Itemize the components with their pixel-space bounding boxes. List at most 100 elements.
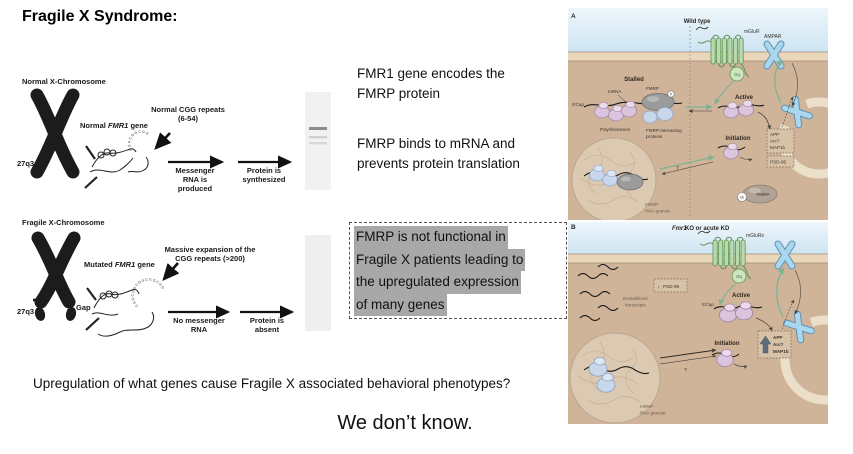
fmrp-label: FMRP [646, 86, 659, 91]
psd95-box [766, 155, 795, 168]
mglurs-label: mGluRs [746, 233, 765, 239]
translation-output-arrow [757, 111, 772, 130]
genes-to-endosome-dashed-arrow [781, 96, 794, 128]
note-fmr1-encodes: FMR1 gene encodes the FMRP protein [357, 66, 505, 102]
ampar-label: AMPAR [764, 34, 782, 40]
no-mrna-label: No messenger RNA [173, 316, 225, 334]
panel-b-membrane [568, 254, 828, 263]
up-arrow-icon [759, 335, 772, 354]
initiation-label-b: Initiation [715, 341, 740, 347]
destabilized-label2: transcripts [625, 303, 647, 308]
panel-b-title-rest: KO or acute KD [685, 226, 730, 232]
cap-label: 5'Cap [572, 102, 584, 107]
gap-label: Gap [76, 303, 91, 312]
endosome-cup [778, 97, 828, 179]
down-arrow-icon: ↓ [657, 285, 660, 291]
granule-release-arrow2-b [659, 354, 717, 365]
highlight-line: the upregulated expression [354, 271, 521, 294]
receptor-internalization-arrow [791, 62, 799, 107]
normal-repeats-label: Normal CGG repeats (6-54) [151, 105, 225, 123]
fragile-locus-label: 27q3 [17, 307, 35, 316]
active-mrna-strand-b [713, 305, 763, 310]
panel-separator [568, 220, 828, 222]
gq-protein-icon-b [731, 268, 747, 284]
gel-band-dark [309, 127, 327, 130]
granule-release-arrow-b [659, 348, 717, 359]
psd95-label: PSD-95 [770, 160, 787, 165]
gq-signaling-arrow-b [718, 283, 736, 306]
answer-text: We don’t know. [337, 412, 473, 434]
pathway-diagram: C G G C G G C G G [30, 88, 331, 337]
gene-app-label: APP [770, 132, 779, 137]
gene-arc-label: Arc? [770, 139, 780, 144]
gap-dashes [41, 302, 70, 309]
gap-pointer-line [66, 308, 76, 311]
normal-x-chromosome-icon [30, 88, 80, 179]
active-label: Active [735, 95, 754, 101]
question-text: Upregulation of what genes cause Fragile… [33, 376, 511, 391]
panel-a-extracellular [568, 8, 828, 52]
highlight-note-box: FMRP is not functional in Fragile X pati… [349, 222, 567, 319]
initiation-label: Initiation [726, 136, 751, 142]
panel-a-label: A [571, 13, 576, 20]
translation-output-arrow-b [755, 317, 773, 332]
broken-tip-right [65, 307, 77, 321]
ubiquitinated-fmrp: Ub FMRP [737, 184, 778, 204]
granule-return-arrow [661, 161, 714, 175]
fmrp-interacting-protein-icon [642, 110, 658, 124]
ubiquitin-icon [737, 192, 747, 202]
granule-fmrp-icon [616, 173, 644, 191]
gel-band-light2 [309, 142, 327, 145]
normal-fmr1-gene-squiggle: C G G C G G C G G [84, 130, 150, 189]
gene-arc-label-b: Arc? [773, 342, 784, 347]
destabilized-label1: Destabilized [623, 296, 648, 301]
panel-b-label: B [571, 224, 576, 231]
panel-a-membrane [568, 52, 828, 61]
normal-chromosome-heading: Normal X-Chromosome [22, 77, 106, 86]
granule-label1-b: mRNP [640, 404, 653, 409]
fragile-chromosome-heading: Fragile X-Chromosome [22, 218, 105, 227]
granule-release-arrow [659, 155, 715, 170]
ubiquitin-label: Ub [740, 196, 744, 200]
cap-label-b: 5'Cap [702, 302, 714, 307]
panel-b-title-gene: Fmr1 [672, 226, 687, 232]
rna-granule-b: mRNP RNA granule [569, 332, 666, 424]
active-label-b: Active [732, 293, 751, 299]
protein-synthesized-label: Protein is synthesized [242, 166, 286, 184]
broken-tip-left [34, 307, 46, 321]
phosphate-label: P [670, 93, 673, 97]
question-mark-a: ? [676, 166, 679, 172]
granule-label1-a: mRNP [645, 202, 658, 207]
gene-map1b-label-b: MAP1b [773, 349, 789, 354]
gene-app-label-b: APP [773, 335, 782, 340]
endosome-cup-b [780, 315, 828, 405]
gq-label-b: Gq [736, 274, 742, 279]
psd95-label-b: PSD-95 [663, 284, 680, 289]
gq-label: Gq [734, 72, 740, 77]
interacting-proteins-label1: FMRP-interacting [646, 128, 682, 133]
granule-label2-a: RNA granule [645, 209, 671, 214]
phosphate-icon [667, 90, 675, 98]
repeats-pointer-arrow [154, 132, 172, 150]
cgg-expanded-letters: C G G C G G C G G C G G C G G [131, 277, 165, 308]
fmrp-interacting-protein-icon [656, 107, 674, 121]
mglur-label: mGluR [744, 29, 760, 35]
gel-lane-protein-present [305, 92, 331, 190]
highlight-line: FMRP is not functional in [354, 226, 508, 249]
gq-protein-icon [729, 66, 745, 82]
initiation-output-arrow-b [733, 363, 748, 369]
massive-expansion-label: Massive expansion of the CGG repeats (>2… [164, 245, 256, 263]
normal-locus-label: 27q3 [17, 159, 35, 168]
fmrp-highlight [647, 96, 659, 102]
panel-b: B Fmr1 KO or acute KD Gq mGluRs [568, 222, 828, 424]
expansion-pointer-arrow [162, 262, 180, 281]
question-mark-b: ? [684, 368, 687, 374]
receptor-recycling-arrow-green [774, 59, 783, 104]
polyribosomes-label: Polyribosomes [600, 127, 631, 132]
glutamate-icon [697, 230, 711, 235]
stalled-label: Stalled [624, 77, 644, 83]
gene-map1b-label: MAP1b [770, 145, 786, 150]
panel-a-title: Wild type [684, 19, 711, 25]
protein-absent-label: Protein is absent [249, 316, 285, 334]
